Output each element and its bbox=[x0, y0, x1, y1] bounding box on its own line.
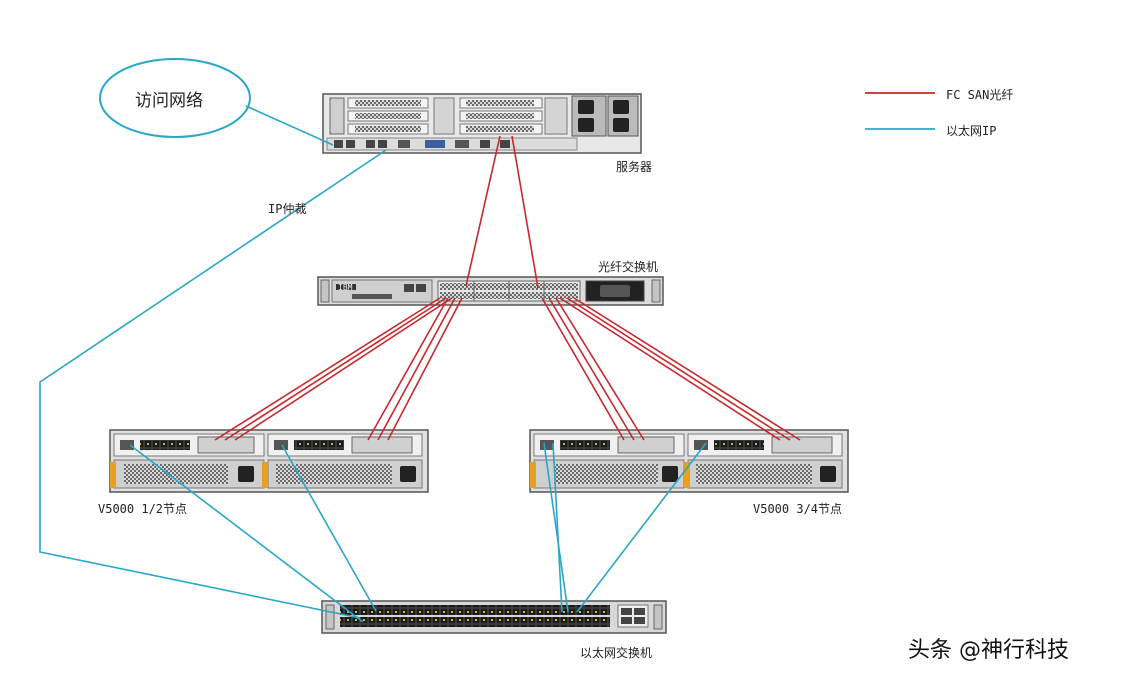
watermark: 头条 @神行科技 bbox=[908, 638, 1069, 663]
fc-switch-brand: IBM bbox=[338, 283, 353, 292]
legend bbox=[865, 92, 935, 130]
server bbox=[322, 93, 642, 154]
ethernet-cables bbox=[39, 105, 707, 623]
legend-fc-label: FC SAN光纤 bbox=[946, 88, 1014, 102]
v5000-node-3-4 bbox=[529, 429, 849, 493]
v5000-node-3-4-label: V5000 3/4节点 bbox=[753, 502, 843, 516]
access-network-label: 访问网络 bbox=[135, 91, 203, 111]
server-label: 服务器 bbox=[616, 160, 653, 174]
legend-eth-label: 以太网IP bbox=[946, 124, 997, 138]
access-network-cloud bbox=[99, 58, 251, 138]
fc-cables bbox=[214, 135, 801, 441]
fc-switch bbox=[317, 276, 664, 306]
ethernet-switch-label: 以太网交换机 bbox=[580, 646, 653, 660]
fc-switch-label: 光纤交换机 bbox=[598, 260, 659, 274]
ethernet-switch bbox=[321, 600, 667, 634]
v5000-node-1-2-label: V5000 1/2节点 bbox=[98, 502, 188, 516]
v5000-node-1-2 bbox=[109, 429, 429, 493]
ip-arbitration-label: IP仲裁 bbox=[268, 202, 307, 216]
